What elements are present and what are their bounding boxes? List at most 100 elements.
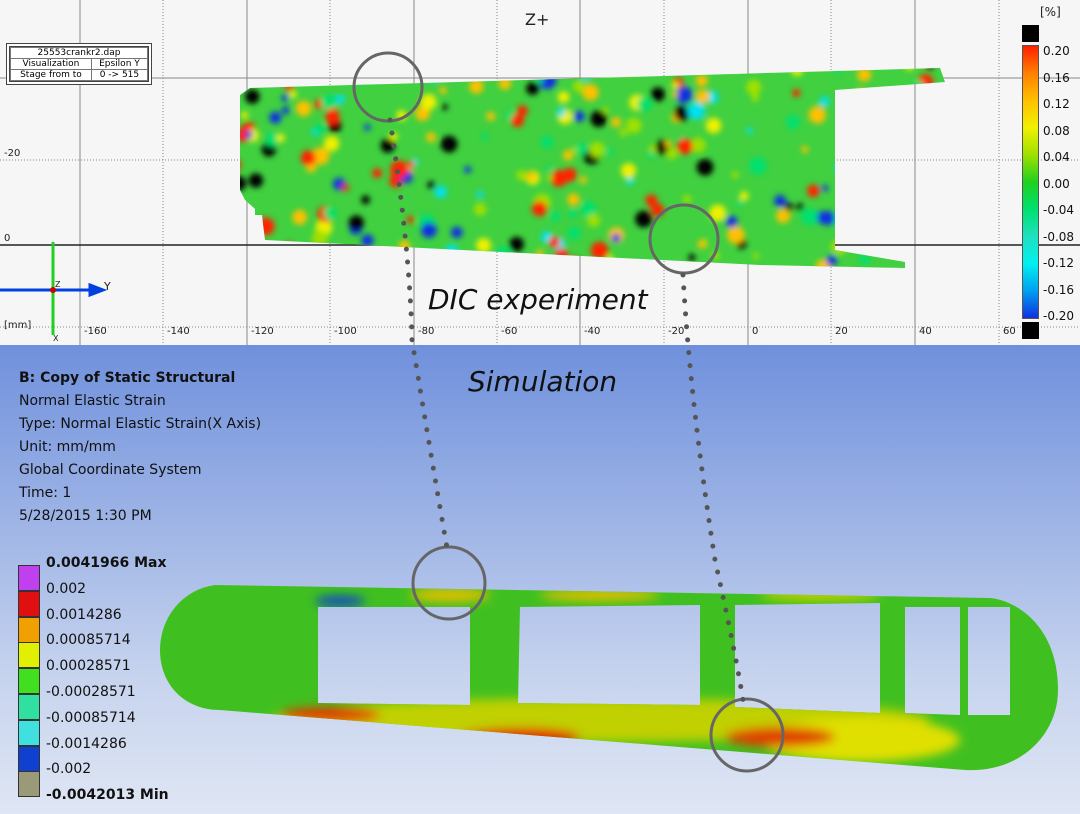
legend-label: 0.0041966 Max (46, 555, 167, 571)
strain-spot (912, 80, 925, 93)
strain-spot (348, 215, 364, 231)
strain-spot (464, 166, 472, 174)
strain-spot (567, 226, 581, 240)
strain-spot (849, 228, 860, 240)
strain-spot (784, 202, 794, 212)
unit-label: [mm] (4, 320, 32, 331)
strain-spot (364, 124, 371, 131)
strain-spot (590, 110, 607, 128)
strain-spot (921, 119, 930, 128)
strain-spot (562, 150, 574, 161)
strain-spot (590, 241, 609, 260)
strain-spot (587, 214, 601, 228)
strain-spot (705, 117, 722, 134)
strain-spot (883, 139, 900, 156)
legend-swatch (18, 668, 40, 695)
strain-spot (606, 147, 614, 156)
strain-spot (582, 84, 599, 101)
strain-spot (466, 68, 474, 75)
strain-spot (439, 86, 447, 95)
strain-spot (696, 158, 714, 176)
legend-swatch (18, 642, 40, 669)
strain-spot (820, 211, 836, 226)
strain-spot (571, 146, 578, 154)
strain-spot (696, 68, 703, 70)
strain-spot (552, 254, 569, 268)
strain-spot (477, 68, 487, 74)
colorbar (1022, 45, 1039, 319)
strain-spot (361, 234, 374, 247)
strain-spot (476, 190, 484, 198)
strain-spot (526, 82, 540, 96)
axis-x-label: X (53, 334, 59, 343)
strain-spot (554, 248, 569, 263)
strain-spot (573, 80, 585, 93)
strain-spot (807, 184, 820, 198)
x-tick: -160 (84, 326, 107, 337)
colorbar-over (1022, 25, 1039, 42)
x-tick: -40 (584, 326, 601, 337)
strain-spot (683, 195, 692, 204)
legend-swatch (18, 771, 40, 798)
highlight-circle (709, 697, 785, 773)
x-tick: -60 (501, 326, 518, 337)
strain-spot (637, 96, 652, 112)
strain-spot (573, 110, 585, 122)
strain-spot (248, 173, 264, 188)
legend-swatch (18, 694, 40, 720)
strain-spot (391, 253, 402, 264)
info-file: 25553crankr2.dap (10, 47, 148, 59)
strain-spot (481, 133, 489, 141)
strain-spot (885, 233, 901, 249)
legend-swatch (18, 565, 40, 591)
legend-swatch (18, 616, 40, 643)
sim-info-line: Unit: mm/mm (19, 439, 116, 455)
x-tick: 40 (919, 326, 932, 337)
colorbar-label: -0.20 (1043, 309, 1075, 323)
strain-spot (859, 254, 870, 265)
sim-title: B: Copy of Static Structural (19, 370, 236, 386)
dic-strain-field (240, 68, 945, 268)
strain-spot (611, 233, 621, 243)
strain-spot (517, 105, 528, 117)
strain-spot (292, 209, 308, 225)
strain-spot (611, 117, 622, 128)
strain-spot (509, 236, 524, 252)
sim-annotation: Simulation (468, 365, 618, 398)
strain-spot (473, 202, 487, 216)
strain-spot (427, 181, 436, 189)
strain-spot (546, 165, 554, 173)
x-tick: 20 (835, 326, 848, 337)
y-tick: -20 (4, 148, 21, 159)
sim-info-line: Normal Elastic Strain (19, 393, 166, 409)
strain-spot (664, 140, 672, 148)
strain-spot (857, 68, 872, 82)
strain-spot (800, 208, 818, 226)
strain-spot (916, 185, 929, 198)
strain-spot (751, 94, 760, 102)
strain-spot (562, 167, 577, 182)
strain-spot (568, 209, 578, 219)
colorbar-label: 0.08 (1043, 123, 1070, 138)
strain-spot (842, 176, 852, 187)
strain-spot (311, 230, 328, 247)
strain-spot (314, 123, 326, 135)
strain-spot (930, 143, 945, 162)
legend-label: 0.002 (46, 580, 87, 597)
colorbar-label: 0.20 (1043, 44, 1070, 58)
colorbar-label: 0.04 (1043, 150, 1070, 164)
strain-spot (870, 96, 889, 115)
strain-spot (289, 90, 297, 99)
strain-spot (557, 91, 570, 103)
strain-spot (796, 203, 804, 211)
colorbar-under (1022, 322, 1039, 339)
colorbar-label: -0.12 (1043, 256, 1075, 270)
strain-spot (861, 131, 871, 141)
strain-spot (647, 151, 655, 159)
strain-spot (835, 160, 851, 177)
strain-spot (923, 97, 931, 106)
axis-z-label: Z (55, 280, 61, 289)
simulation-view: Simulation B: Copy of Static Structural … (0, 345, 1080, 814)
strain-spot (495, 246, 511, 262)
